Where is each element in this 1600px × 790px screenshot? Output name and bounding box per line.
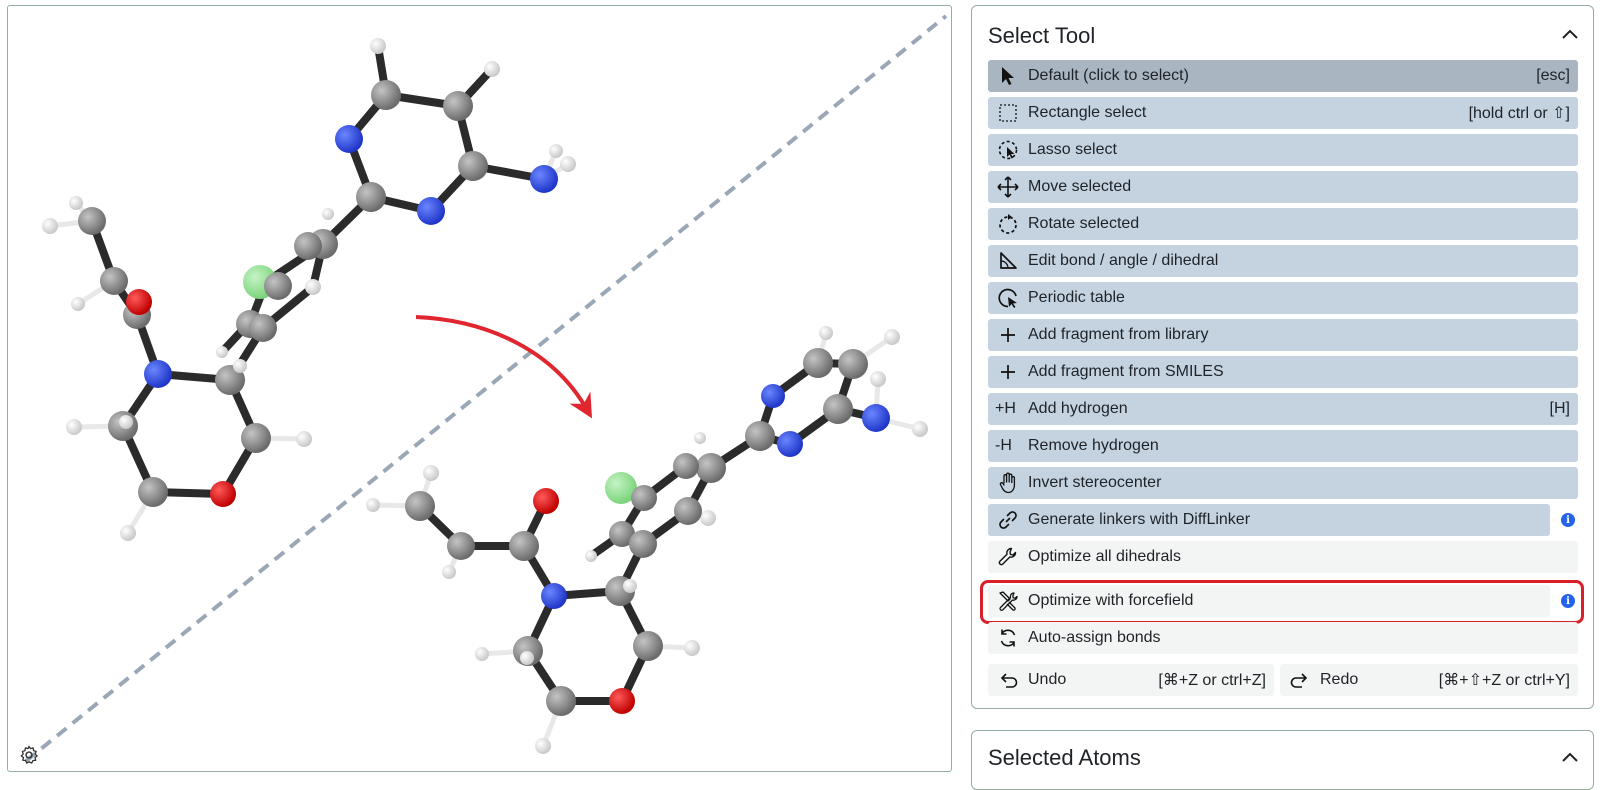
redo-shortcut: [⌘+⇧+Z or ctrl+Y]	[1438, 672, 1570, 689]
molecule-canvas[interactable]	[8, 6, 952, 772]
tool-label: Auto-assign bonds	[1028, 629, 1161, 646]
tool-label: Invert stereocenter	[1028, 474, 1162, 491]
chevron-up-icon[interactable]	[1561, 28, 1579, 40]
transform-arrow	[415, 315, 593, 419]
plus-icon	[997, 324, 1019, 346]
hand-icon	[997, 472, 1019, 494]
tool-label: Edit bond / angle / dihedral	[1028, 252, 1219, 269]
pointer-circle-icon	[997, 287, 1019, 309]
select-tool-panel: Select Tool Default (click to select) [e…	[971, 5, 1594, 709]
tool-add-fragment-library[interactable]: Add fragment from library	[988, 319, 1578, 351]
undo-shortcut: [⌘+Z or ctrl+Z]	[1158, 672, 1266, 689]
wrench-icon	[997, 546, 1019, 568]
dashed-rectangle-icon	[997, 102, 1019, 124]
redo-icon	[1289, 669, 1311, 691]
left-molecule-hbonds	[47, 148, 571, 536]
tool-shortcut: [hold ctrl or ⇧]	[1468, 105, 1570, 122]
remove-hydrogen-icon: -H	[995, 437, 1012, 454]
tool-default-select[interactable]: Default (click to select) [esc]	[988, 60, 1578, 92]
info-icon[interactable]: i	[1561, 594, 1575, 608]
tool-rotate-selected[interactable]: Rotate selected	[988, 208, 1578, 240]
info-icon[interactable]: i	[1561, 513, 1575, 527]
tool-label: Add fragment from SMILES	[1028, 363, 1224, 380]
tool-generate-linkers-difflinker[interactable]: Generate linkers with DiffLinker	[988, 504, 1550, 536]
panel-title: Select Tool	[988, 23, 1096, 48]
tool-label: Rectangle select	[1028, 104, 1147, 121]
divider-line	[24, 14, 948, 763]
selected-atoms-panel: Selected Atoms	[971, 730, 1594, 790]
tool-invert-stereocenter[interactable]: Invert stereocenter	[988, 467, 1578, 499]
tool-add-hydrogen[interactable]: +H Add hydrogen [H]	[988, 393, 1578, 425]
left-molecule-bonds	[88, 42, 548, 498]
plus-icon	[997, 361, 1019, 383]
molecule-viewer[interactable]	[7, 5, 952, 772]
move-arrows-icon	[997, 176, 1019, 198]
rotate-icon	[997, 213, 1019, 235]
tool-shortcut: [H]	[1549, 400, 1570, 417]
tool-edit-bond-angle-dihedral[interactable]: Edit bond / angle / dihedral	[988, 245, 1578, 277]
tool-label: Remove hydrogen	[1028, 437, 1159, 454]
tool-optimize-all-dihedrals[interactable]: Optimize all dihedrals	[988, 541, 1578, 573]
angle-icon	[997, 250, 1019, 272]
tool-label: Add hydrogen	[1028, 400, 1128, 417]
lasso-icon	[997, 139, 1019, 161]
chevron-up-icon[interactable]	[1561, 751, 1579, 763]
tool-auto-assign-bonds[interactable]: Auto-assign bonds	[988, 622, 1578, 654]
tool-label: Add fragment from library	[1028, 326, 1209, 343]
tool-shortcut: [esc]	[1536, 67, 1570, 84]
tool-label: Default (click to select)	[1028, 67, 1189, 84]
tool-label: Lasso select	[1028, 141, 1117, 158]
redo-button[interactable]: Redo [⌘+⇧+Z or ctrl+Y]	[1280, 664, 1578, 696]
tool-rectangle-select[interactable]: Rectangle select [hold ctrl or ⇧]	[988, 97, 1578, 129]
tool-lasso-select[interactable]: Lasso select	[988, 134, 1578, 166]
panel-title: Selected Atoms	[988, 745, 1141, 770]
tool-label: Optimize all dihedrals	[1028, 548, 1181, 565]
tool-label: Rotate selected	[1028, 215, 1140, 232]
tool-label: Move selected	[1028, 178, 1132, 195]
tool-periodic-table[interactable]: Periodic table	[988, 282, 1578, 314]
tool-label: Generate linkers with DiffLinker	[1028, 511, 1251, 528]
link-icon	[997, 509, 1019, 531]
gear-icon[interactable]	[18, 744, 40, 766]
undo-label: Undo	[1028, 671, 1067, 688]
right-molecule-atoms	[366, 326, 928, 754]
undo-button[interactable]: Undo [⌘+Z or ctrl+Z]	[988, 664, 1274, 696]
tool-label: Periodic table	[1028, 289, 1125, 306]
tool-add-fragment-smiles[interactable]: Add fragment from SMILES	[988, 356, 1578, 388]
cursor-arrow-icon	[997, 65, 1019, 87]
add-hydrogen-icon: +H	[995, 400, 1016, 417]
left-molecule-atoms	[42, 38, 576, 541]
tool-remove-hydrogen[interactable]: -H Remove hydrogen	[988, 430, 1578, 462]
tool-label: Optimize with forcefield	[1028, 592, 1194, 609]
redo-label: Redo	[1320, 671, 1359, 688]
undo-icon	[997, 669, 1019, 691]
refresh-icon	[997, 627, 1019, 649]
tool-optimize-with-forcefield[interactable]: Optimize with forcefield	[988, 585, 1550, 617]
tools-icon	[997, 590, 1019, 612]
tool-move-selected[interactable]: Move selected	[988, 171, 1578, 203]
